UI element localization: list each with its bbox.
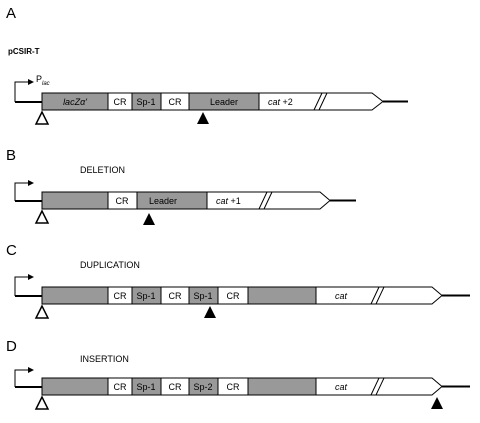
break-mark bbox=[258, 191, 268, 210]
promoter-arrow-line bbox=[14, 81, 28, 102]
segment-cat-name: cat bbox=[268, 97, 281, 107]
panel-d-letter: D bbox=[6, 338, 17, 355]
filled-triangle-marker-icon bbox=[197, 112, 209, 124]
open-triangle-marker-icon bbox=[34, 209, 50, 224]
segment-leader-label: Leader bbox=[149, 196, 177, 206]
open-triangle-marker-icon bbox=[34, 304, 50, 319]
open-triangle-marker-icon bbox=[34, 110, 50, 125]
construct-name: pCSIR-T bbox=[8, 47, 40, 56]
promoter-label-main: P bbox=[36, 74, 42, 84]
segment-cr-label: CR bbox=[114, 382, 127, 392]
segment-cat-label: cat bbox=[335, 291, 348, 301]
segment-cat-frame: +2 bbox=[280, 97, 293, 107]
segment-cr-label: CR bbox=[227, 291, 240, 301]
break-mark bbox=[318, 92, 328, 111]
panel-c-letter: C bbox=[6, 242, 17, 259]
break-mark bbox=[313, 92, 323, 111]
promoter-arrowhead-icon bbox=[28, 367, 34, 373]
segment-cr-label: CR bbox=[116, 196, 129, 206]
promoter-arrowhead-icon bbox=[28, 180, 34, 186]
segment-lacz bbox=[41, 286, 109, 305]
segment-cat-arrow bbox=[258, 92, 384, 111]
promoter-arrowhead-icon bbox=[28, 79, 34, 85]
segment-leader-label: Leader bbox=[210, 97, 238, 107]
segment-cat-arrow bbox=[315, 286, 443, 305]
promoter-label-sub: lac bbox=[42, 81, 50, 87]
segment-cat-label: cat +1 bbox=[216, 196, 241, 206]
segment-sp2-label: Sp-2 bbox=[193, 382, 212, 392]
segment-cr-label: CR bbox=[169, 291, 182, 301]
panel-b: B DELETION CR Leader cat +1 bbox=[6, 147, 356, 225]
panel-a: A pCSIR-T Plac lacZα' CR Sp-1 CR Leader … bbox=[6, 5, 408, 125]
segment-cat-label: cat bbox=[335, 382, 348, 392]
segment-cat-frame: +1 bbox=[228, 196, 241, 206]
segment-cr-label: CR bbox=[114, 291, 127, 301]
panel-c-title: DUPLICATION bbox=[80, 260, 140, 270]
segment-sp1-label: Sp-1 bbox=[136, 382, 155, 392]
promoter-label: Plac bbox=[36, 74, 50, 87]
segment-lacz bbox=[41, 377, 109, 396]
segment-lacza-label: lacZα' bbox=[63, 97, 87, 107]
open-triangle-marker-icon bbox=[34, 395, 50, 410]
break-mark bbox=[263, 191, 273, 210]
segment-leader bbox=[247, 377, 317, 396]
segment-cr-label: CR bbox=[169, 382, 182, 392]
segment-cr-label: CR bbox=[227, 382, 240, 392]
promoter-arrow-line bbox=[14, 276, 28, 296]
segment-lacz bbox=[41, 191, 109, 210]
segment-cr-label: CR bbox=[169, 97, 182, 107]
segment-sp1-label: Sp-1 bbox=[136, 97, 155, 107]
filled-triangle-marker-icon bbox=[204, 306, 216, 318]
break-mark bbox=[370, 377, 380, 396]
segment-sp1-duplicate-label: Sp-1 bbox=[193, 291, 212, 301]
segment-cat-name: cat bbox=[216, 196, 229, 206]
segment-cr-label: CR bbox=[114, 97, 127, 107]
panel-b-letter: B bbox=[6, 147, 16, 164]
panel-a-letter: A bbox=[6, 5, 16, 22]
segment-cat-label: cat +2 bbox=[268, 97, 293, 107]
panel-c: C DUPLICATION CR Sp-1 CR Sp-1 CR cat bbox=[6, 242, 470, 319]
promoter-arrow-line bbox=[14, 182, 28, 201]
break-mark bbox=[375, 286, 385, 305]
promoter-arrow-line bbox=[14, 369, 28, 387]
segment-leader bbox=[247, 286, 317, 305]
panel-b-title: DELETION bbox=[80, 165, 125, 175]
panel-d-title: INSERTION bbox=[80, 354, 129, 364]
filled-triangle-marker-icon bbox=[431, 397, 443, 409]
segment-sp1-label: Sp-1 bbox=[136, 291, 155, 301]
break-mark bbox=[375, 377, 385, 396]
segment-cat-arrow bbox=[315, 377, 443, 396]
filled-triangle-marker-icon bbox=[143, 213, 155, 225]
panel-d: D INSERTION CR Sp-1 CR Sp-2 CR cat bbox=[6, 338, 470, 410]
break-mark bbox=[370, 286, 380, 305]
promoter-arrowhead-icon bbox=[28, 274, 34, 280]
